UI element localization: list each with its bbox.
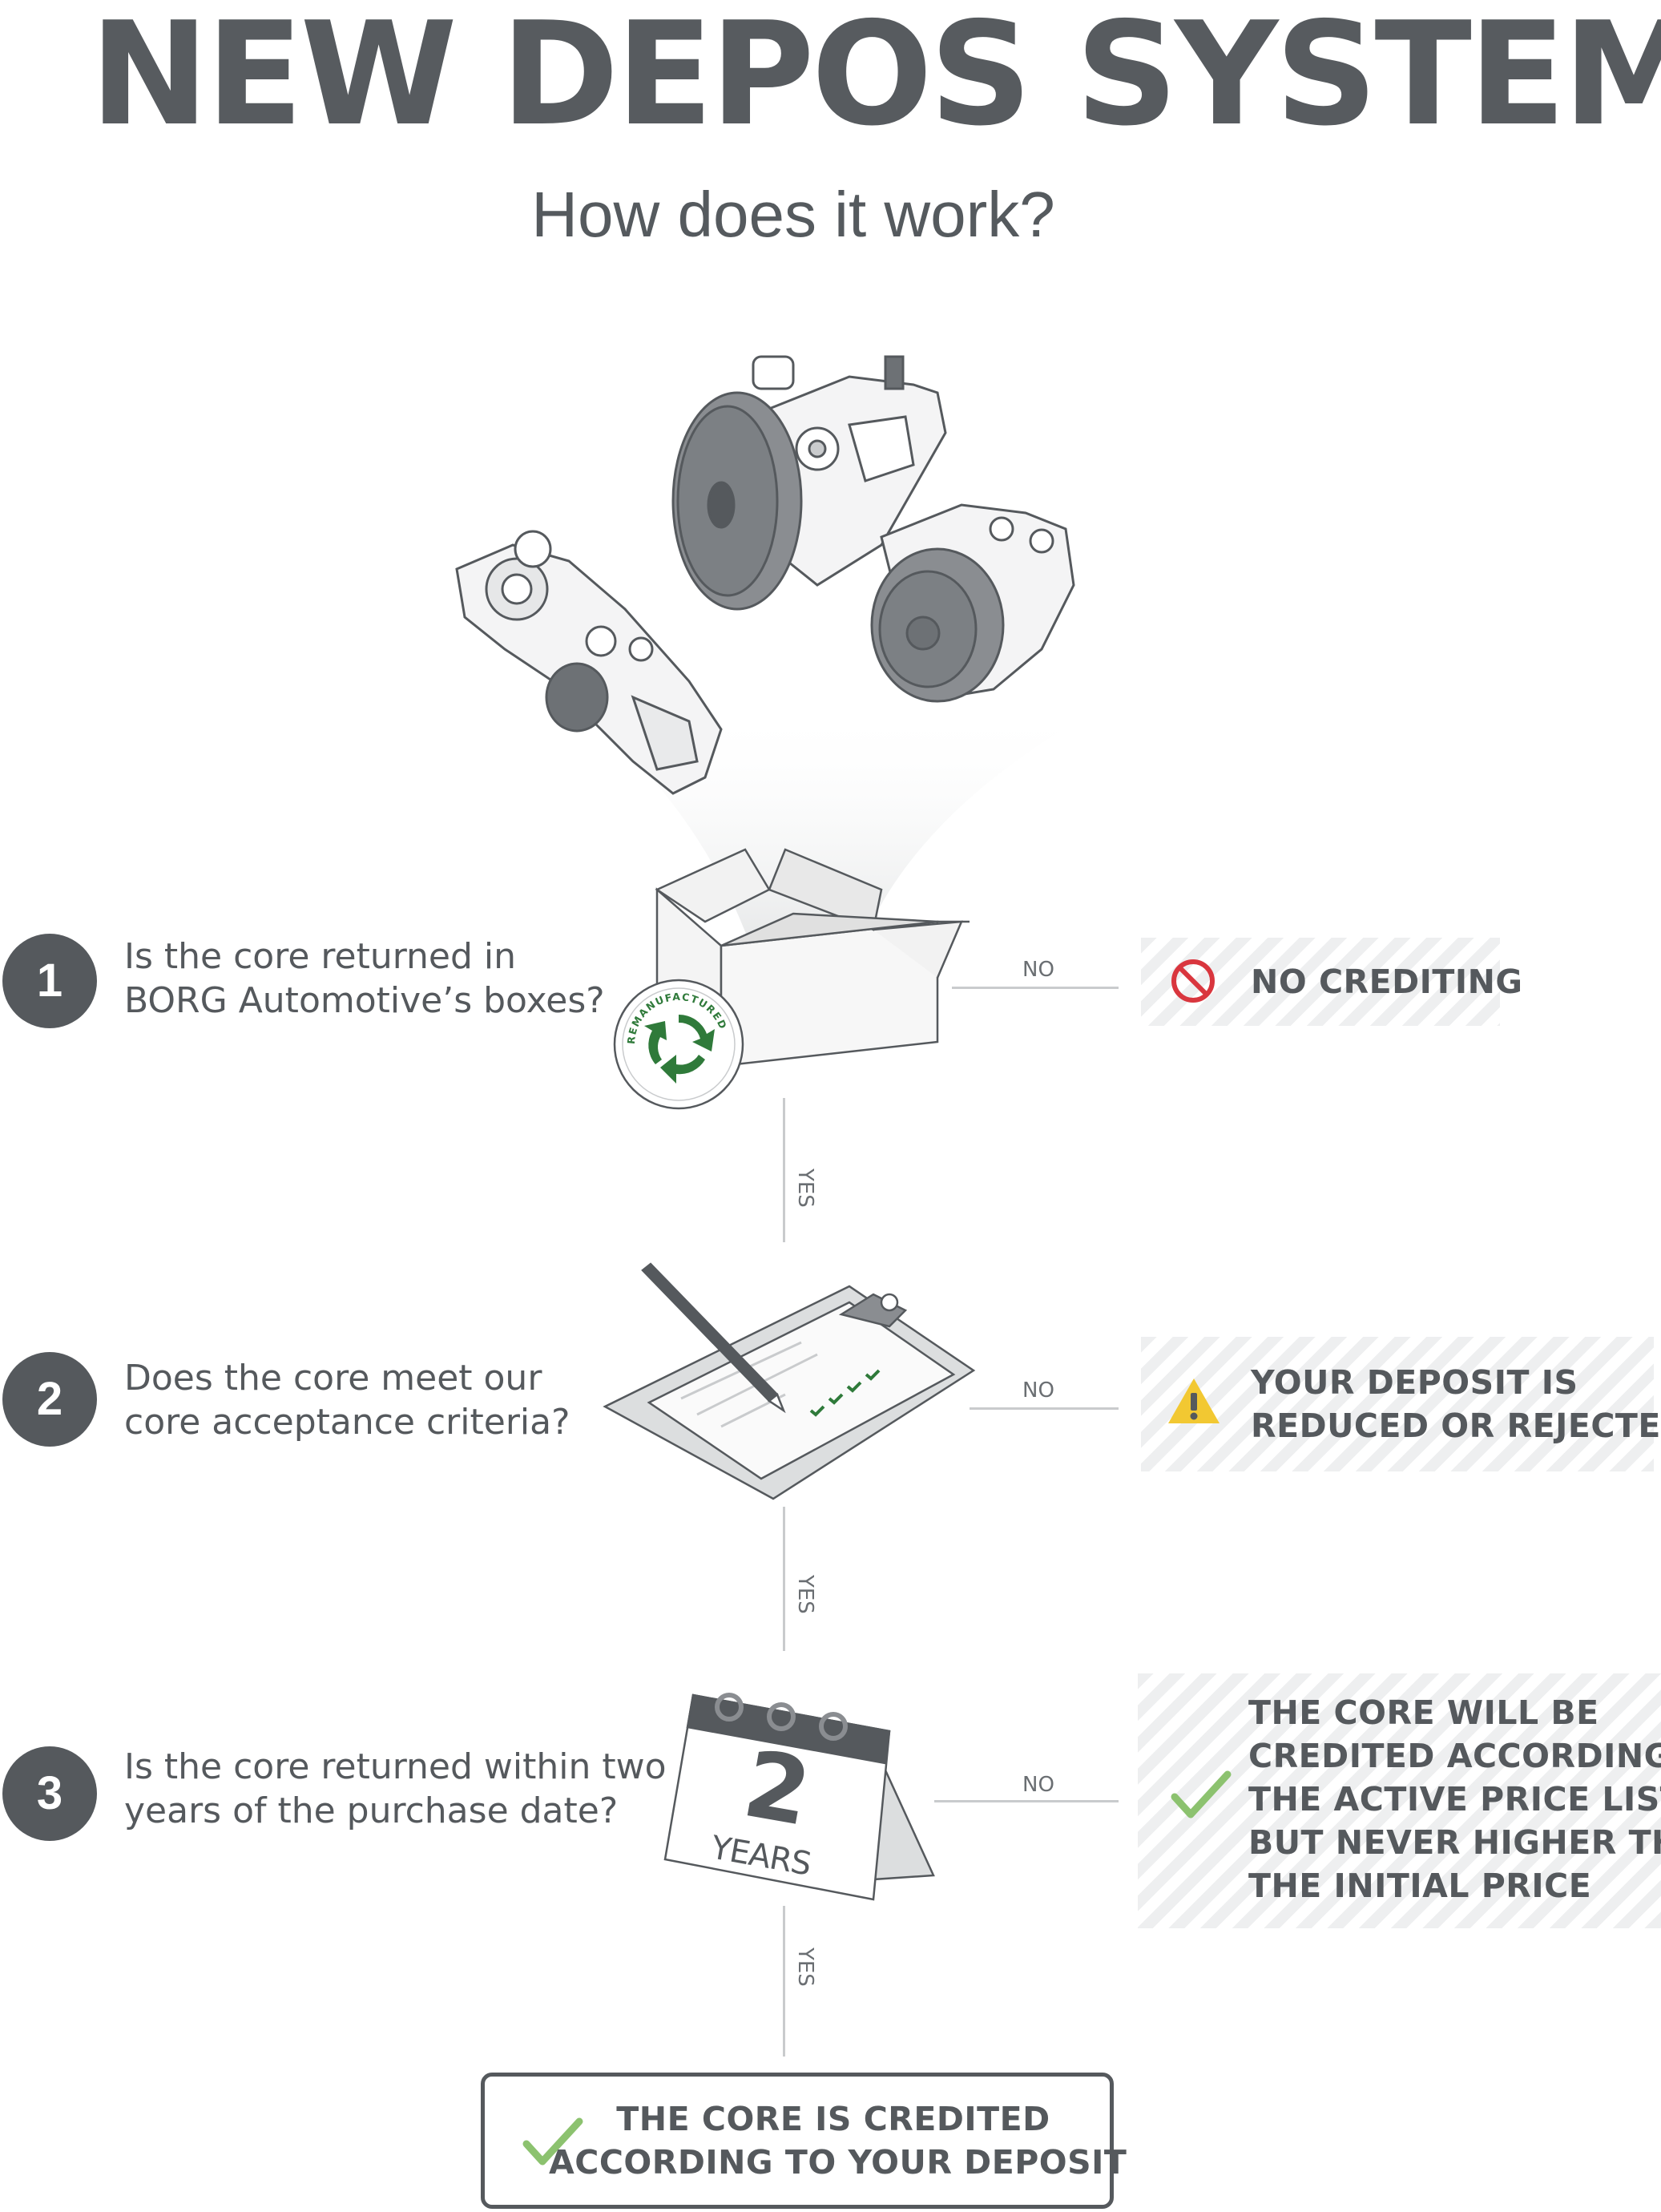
light-cone: [577, 705, 1106, 978]
final-result-box: THE CORE IS CREDITED ACCORDING TO YOUR D…: [481, 2073, 1127, 2209]
checkmark-icon: [1171, 1770, 1232, 1818]
step-2-number: 2: [2, 1352, 97, 1447]
step-2-question-line: Does the core meet our: [124, 1358, 542, 1399]
prohibited-icon: [1171, 959, 1215, 1003]
remanufactured-badge: REMANUFACTURED: [613, 979, 744, 1110]
ac-compressor-icon: [870, 503, 1075, 703]
step-3-result-line: THE CORE WILL BE: [1248, 1693, 1599, 1732]
final-result-line: ACCORDING TO YOUR DEPOSIT: [549, 2143, 1127, 2182]
step-1-no-connector: [952, 987, 1119, 989]
final-result-line: THE CORE IS CREDITED: [616, 2100, 1050, 2138]
step-1-question-line: BORG Automotive’s boxes?: [124, 980, 605, 1021]
step-1-question: Is the core returned in BORG Automotive’…: [124, 934, 605, 1023]
step-1-yes-label: YES: [793, 1169, 817, 1208]
step-3-question-line: years of the purchase date?: [124, 1790, 619, 1831]
page-title: NEW DEPOS SYSTEM: [90, 0, 1661, 157]
warning-icon: [1168, 1378, 1220, 1423]
step-3-result-line: BUT NEVER HIGHER THAN: [1248, 1823, 1661, 1862]
step-3-yes-label: YES: [793, 1948, 817, 1987]
step-2-no-label: NO: [1022, 1378, 1054, 1403]
step-1-question-line: Is the core returned in: [124, 936, 517, 977]
step-3-question: Is the core returned within two years of…: [124, 1745, 667, 1833]
recycle-icon: [644, 1014, 715, 1084]
step-3-yes-connector: [783, 1906, 785, 2057]
egr-valve-icon: [455, 530, 723, 795]
clipboard-icon: [603, 1262, 976, 1500]
step-2-question-line: core acceptance criteria?: [124, 1402, 570, 1443]
step-3-result-line: CREDITED ACCORDING TO: [1248, 1737, 1661, 1775]
step-3-result-text: THE CORE WILL BE CREDITED ACCORDING TO T…: [1248, 1691, 1661, 1907]
final-result-text: THE CORE IS CREDITED ACCORDING TO YOUR D…: [485, 2097, 1127, 2184]
step-1-result-text: NO CREDITING: [1251, 960, 1523, 1003]
step-3-no-label: NO: [1022, 1773, 1054, 1797]
steering-pump-icon: [671, 355, 947, 611]
step-1-result: NO CREDITING: [1141, 938, 1522, 1026]
step-1-yes-connector: [783, 1098, 785, 1242]
step-3-no-connector: [934, 1800, 1119, 1802]
checkmark-icon: [522, 2117, 583, 2166]
step-3-question-line: Is the core returned within two: [124, 1746, 667, 1787]
pen-icon: [641, 1262, 786, 1414]
step-2-result-line: REDUCED OR REJECTED: [1251, 1407, 1661, 1445]
open-box-icon: [655, 848, 970, 1068]
page-subtitle: How does it work?: [531, 179, 1055, 250]
step-2-result: YOUR DEPOSIT IS REDUCED OR REJECTED: [1141, 1337, 1661, 1471]
step-2-yes-connector: [783, 1507, 785, 1651]
step-3-result-line: THE ACTIVE PRICE LIST,: [1248, 1780, 1661, 1818]
step-3-result-line: THE INITIAL PRICE: [1248, 1867, 1592, 1905]
step-1-number: 1: [2, 934, 97, 1028]
step-3-number: 3: [2, 1746, 97, 1841]
calendar-icon: 2 YEARS: [661, 1679, 941, 1915]
step-2-yes-label: YES: [793, 1575, 817, 1614]
step-2-result-line: YOUR DEPOSIT IS: [1251, 1363, 1578, 1402]
car-parts-illustration: [455, 355, 1075, 795]
step-1-no-label: NO: [1022, 958, 1054, 982]
step-1-result-line: NO CREDITING: [1251, 963, 1523, 1001]
step-3-result: THE CORE WILL BE CREDITED ACCORDING TO T…: [1138, 1673, 1661, 1928]
step-2-question: Does the core meet our core acceptance c…: [124, 1356, 570, 1444]
step-2-no-connector: [970, 1407, 1119, 1410]
step-2-result-text: YOUR DEPOSIT IS REDUCED OR REJECTED: [1251, 1361, 1661, 1447]
